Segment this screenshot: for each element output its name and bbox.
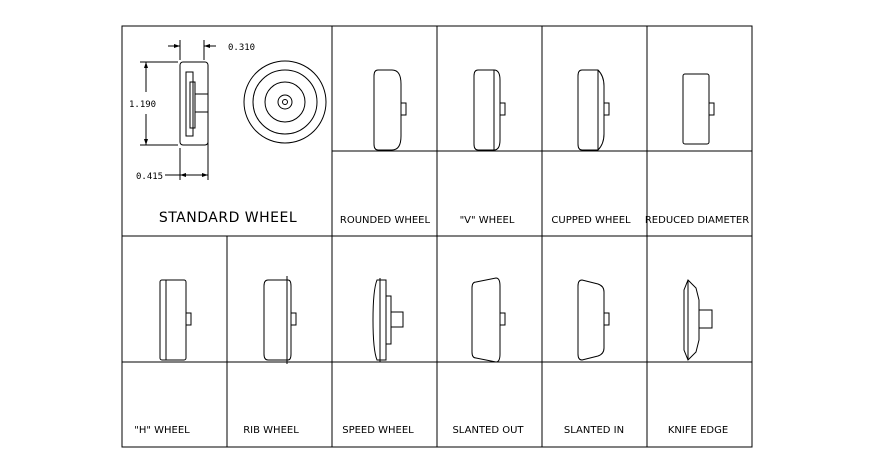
v-wheel-label: "V" WHEEL [460,215,515,226]
cupped-wheel-label: CUPPED WHEEL [551,215,631,226]
grid-lines [122,26,752,447]
rounded-wheel-label: ROUNDED WHEEL [340,215,431,226]
cupped-wheel-cell: CUPPED WHEEL [551,69,631,226]
v-wheel-cell: "V" WHEEL [460,69,515,226]
dimension-width: 0.310 [168,40,255,60]
h-wheel-cell: "H" WHEEL [134,279,192,436]
rib-wheel-label: RIB WHEEL [243,425,299,436]
dimension-height: 1.190 [129,61,178,146]
rib-wheel-cell: RIB WHEEL [243,276,299,436]
reduced-diameter-label: REDUCED DIAMETER [645,215,749,226]
dimension-offset: 0.415 [136,114,209,182]
slanted-out-label: SLANTED OUT [452,425,524,436]
knife-edge-label: KNIFE EDGE [668,425,728,436]
reduced-diameter-cell: REDUCED DIAMETER [645,73,749,226]
slanted-in-cell: SLANTED IN [564,279,624,436]
standard-wheel-side-view [179,61,209,146]
standard-wheel-front-view [243,60,327,144]
speed-wheel-label: SPEED WHEEL [342,425,414,436]
slanted-in-label: SLANTED IN [564,425,624,436]
speed-wheel-cell: SPEED WHEEL [342,278,414,436]
dimension-offset-label: 0.415 [136,172,163,182]
rounded-wheel-cell: ROUNDED WHEEL [340,69,431,226]
dimension-height-label: 1.190 [129,100,156,110]
dimension-width-label: 0.310 [228,43,255,53]
slanted-out-cell: SLANTED OUT [452,277,524,436]
standard-wheel-cell: 0.310 1.190 0.415 STANDARD WHEEL [129,40,327,226]
h-wheel-label: "H" WHEEL [134,425,190,436]
knife-edge-cell: KNIFE EDGE [668,279,728,436]
standard-wheel-label: STANDARD WHEEL [159,210,297,226]
